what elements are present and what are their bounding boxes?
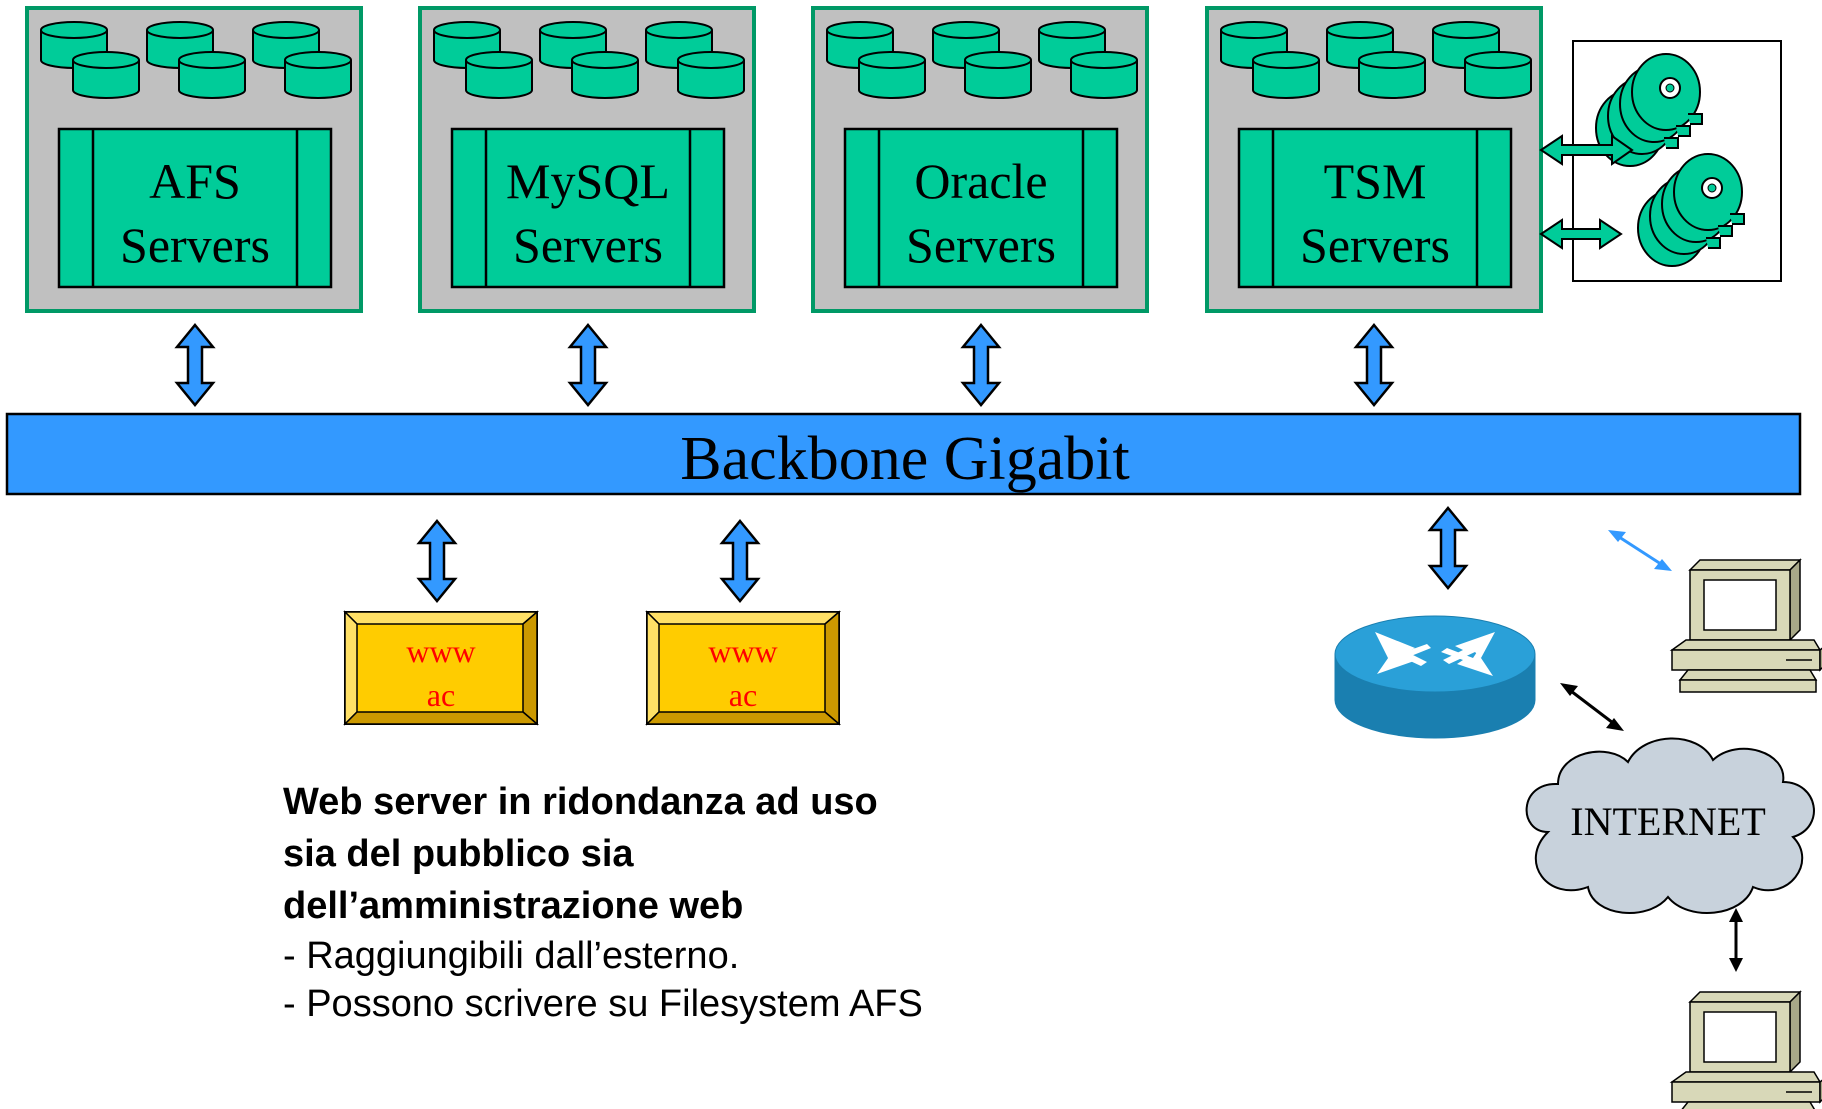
link-arrows-top: [175, 323, 1394, 407]
server-subtitle: Servers: [513, 217, 663, 273]
tape-library: [1539, 40, 1782, 282]
server-title: Oracle: [914, 153, 1047, 209]
database-icon: [433, 21, 745, 99]
server-subtitle: Servers: [1300, 217, 1450, 273]
web-server-2: www ac: [645, 610, 842, 726]
database-icon: [1220, 21, 1532, 99]
database-icon: [40, 21, 352, 99]
web-server-sublabel: ac: [729, 677, 757, 713]
double-arrow-icon: [1539, 218, 1623, 250]
web-server-label: www: [406, 633, 475, 669]
description-line: Web server in ridondanza ad uso: [283, 781, 878, 823]
double-arrow-icon: [720, 519, 760, 603]
backbone-bar: Backbone Gigabit: [5, 412, 1802, 496]
internet-label: INTERNET: [1570, 799, 1766, 844]
router-icon: [1334, 615, 1536, 739]
description-bullet: - Possono scrivere su Filesystem AFS: [283, 983, 923, 1025]
server-block-oracle: Oracle Servers: [811, 6, 1149, 313]
internet-pc-link: [1729, 908, 1743, 972]
server-block-tsm: TSM Servers: [1205, 6, 1543, 313]
web-server-1: www ac: [343, 610, 540, 726]
server-block-mysql: MySQL Servers: [418, 6, 756, 313]
web-server-label: www: [708, 633, 777, 669]
server-title: TSM: [1324, 153, 1427, 209]
web-server-sublabel: ac: [427, 677, 455, 713]
double-arrow-icon: [1428, 506, 1468, 590]
lan-pc-link: [1608, 530, 1672, 571]
double-arrow-icon: [1354, 323, 1394, 407]
description-line: sia del pubblico sia: [283, 833, 634, 875]
double-arrow-icon: [417, 519, 457, 603]
database-icon: [826, 21, 1138, 99]
double-arrow-icon: [175, 323, 215, 407]
server-title: MySQL: [506, 153, 670, 209]
router-internet-link: [1560, 683, 1624, 731]
backbone-label: Backbone Gigabit: [680, 425, 1129, 493]
description-bullet: - Raggiungibili dall’esterno.: [283, 935, 740, 977]
server-block-afs: AFS Servers: [25, 6, 363, 313]
double-arrow-icon: [568, 323, 608, 407]
computer-icon: [1671, 991, 1822, 1109]
server-title: AFS: [149, 153, 241, 209]
double-arrow-icon: [961, 323, 1001, 407]
cloud-icon: INTERNET: [1525, 737, 1815, 914]
computer-icon: [1671, 559, 1822, 693]
description-block: Web server in ridondanza ad uso sia del …: [283, 776, 1183, 1028]
server-subtitle: Servers: [120, 217, 270, 273]
description-line: dell’amministrazione web: [283, 885, 744, 927]
tape-drive-icon: [1637, 153, 1745, 267]
double-arrow-icon: [1539, 134, 1634, 166]
link-arrows-bottom: [417, 506, 1468, 603]
server-subtitle: Servers: [906, 217, 1056, 273]
